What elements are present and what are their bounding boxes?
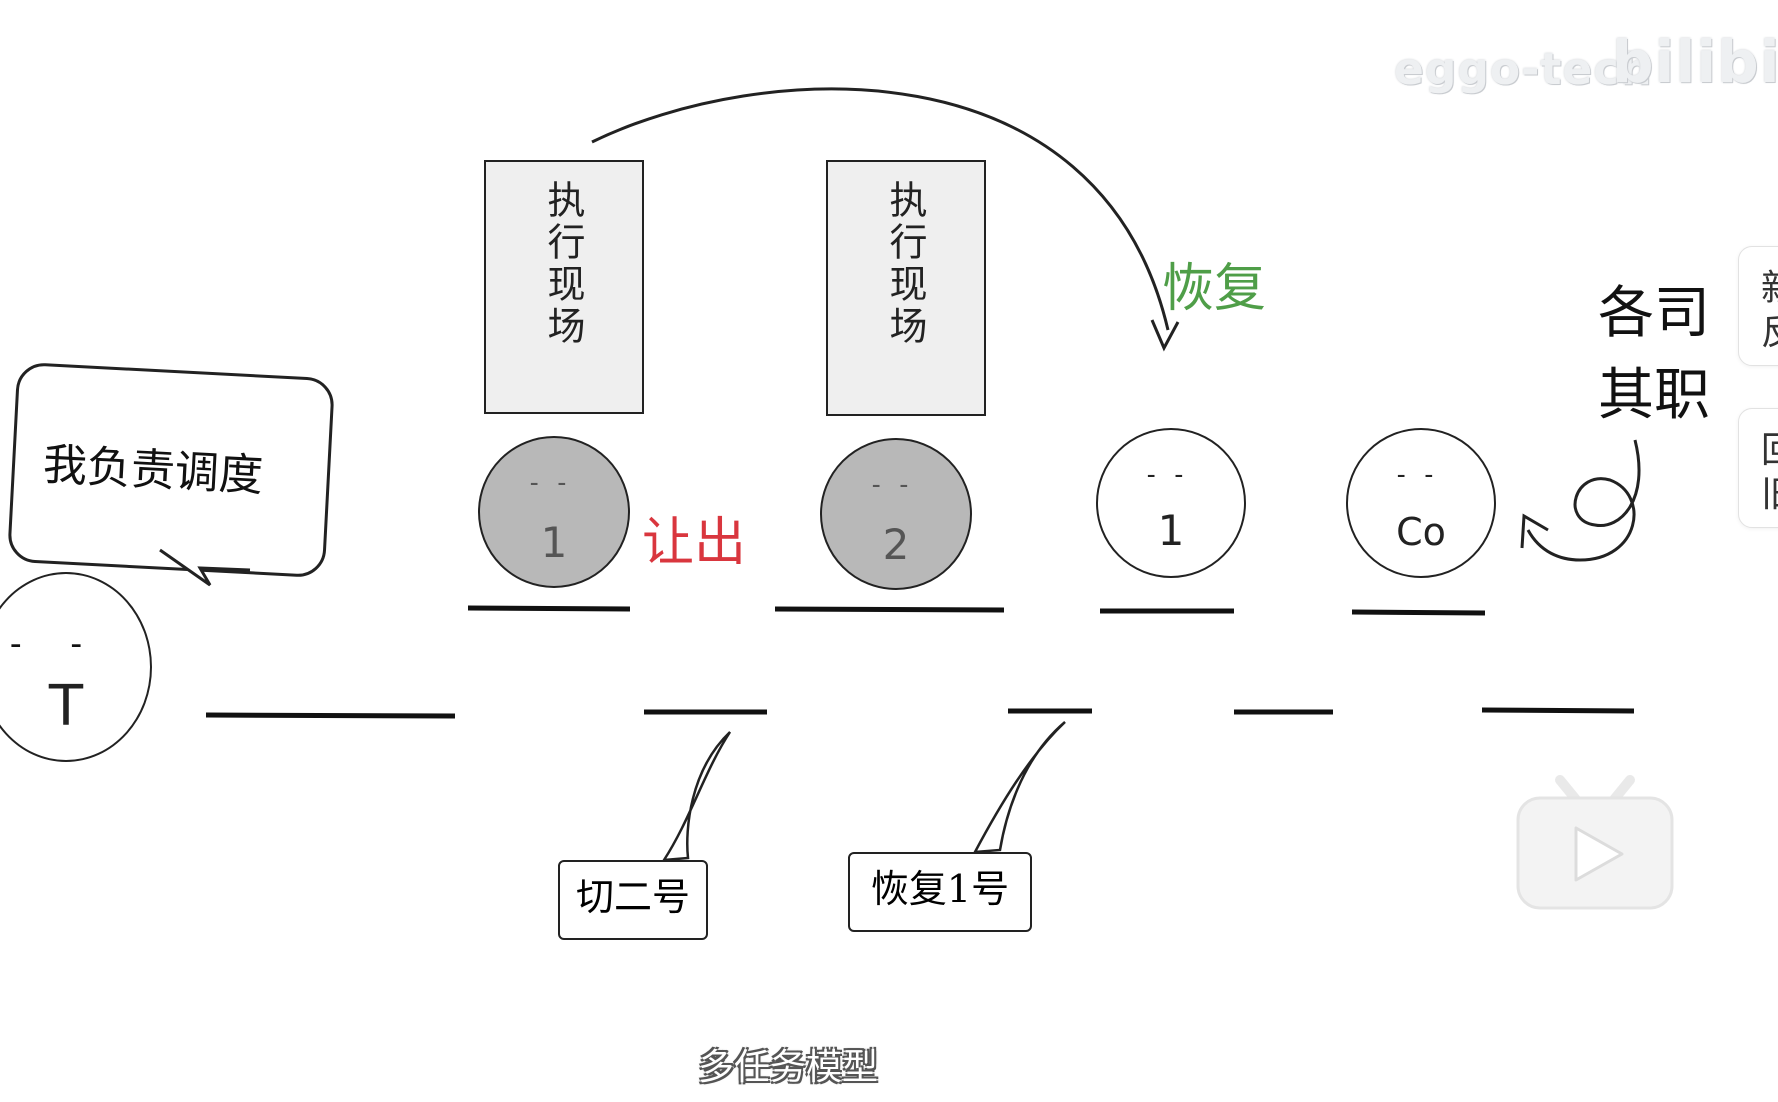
context-scroll-1-text: 执行现场 <box>534 180 591 348</box>
each-role-line2: 其职 <box>1598 350 1710 431</box>
task-face-2-label: 2 <box>822 520 970 569</box>
task-face-1: -- 1 <box>478 436 630 588</box>
side-button-2-line2: 旧 <box>1761 473 1778 517</box>
side-button-2[interactable]: 回 旧 <box>1738 408 1778 528</box>
scheduler-eyes: -- <box>0 624 150 664</box>
task-face-1-eyes: -- <box>480 468 628 498</box>
each-role-line1: 各司 <box>1598 268 1710 349</box>
swirl-arrow <box>1528 440 1639 560</box>
side-button-1-line2: 反 <box>1761 311 1778 355</box>
scheduler-speech-text: 我负责调度 <box>42 428 265 503</box>
task-face-2: -- 2 <box>820 438 972 590</box>
restore-label: 恢复 <box>1162 246 1266 321</box>
task-face-2-eyes: -- <box>822 470 970 500</box>
underline-face-4 <box>1352 612 1485 613</box>
scheduler-bubble-tail <box>140 540 260 620</box>
swirl-arrowhead <box>1522 516 1548 548</box>
restore-arrowhead <box>1152 320 1178 348</box>
underline-face-1 <box>468 608 630 609</box>
timeline-seg-1 <box>206 715 455 716</box>
coroutine-face: -- Co <box>1346 428 1496 578</box>
coroutine-face-label: Co <box>1348 510 1494 554</box>
context-scroll-1: 执行现场 <box>484 160 644 414</box>
task-face-3-label: 1 <box>1098 506 1244 555</box>
watermark-logo: bilibili <box>1612 28 1778 96</box>
tag-2-pointer <box>975 722 1065 852</box>
task-face-1-label: 1 <box>480 518 628 567</box>
coroutine-face-eyes: -- <box>1348 460 1494 490</box>
play-icon <box>1512 752 1678 912</box>
side-button-2-line1: 回 <box>1761 429 1778 473</box>
side-button-1-line1: 新 <box>1761 267 1778 311</box>
underline-face-2 <box>775 609 1004 610</box>
scheduler-mouth: T <box>0 674 150 739</box>
tag-1-pointer <box>664 732 730 860</box>
timeline-seg-5 <box>1482 710 1634 711</box>
yield-label: 让出 <box>642 500 746 575</box>
restore-one-tag: 恢复1号 <box>848 852 1032 932</box>
play-button[interactable] <box>1512 752 1678 912</box>
task-face-3: -- 1 <box>1096 428 1246 578</box>
context-scroll-2-text: 执行现场 <box>876 180 933 348</box>
switch-to-two-tag: 切二号 <box>558 860 708 940</box>
side-button-1[interactable]: 新 反 <box>1738 246 1778 366</box>
task-face-3-eyes: -- <box>1098 460 1244 490</box>
subtitle-caption: 多任务模型 <box>698 1038 878 1090</box>
context-scroll-2: 执行现场 <box>826 160 986 416</box>
